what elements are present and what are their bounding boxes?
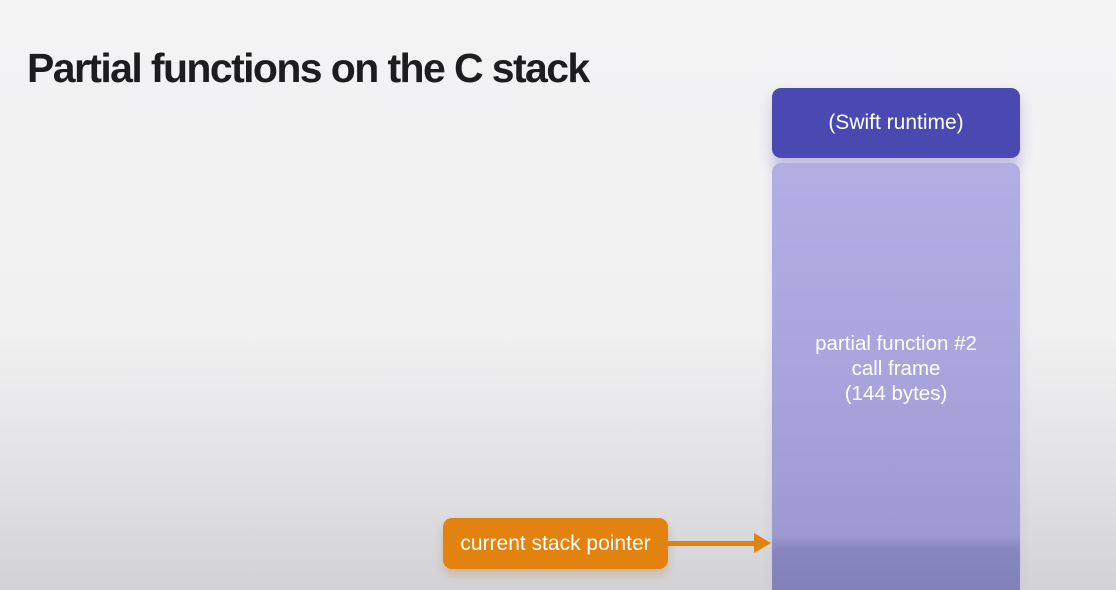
right-arrow-icon xyxy=(754,533,771,553)
swift-runtime-label: (Swift runtime) xyxy=(828,111,964,134)
slide-title: Partial functions on the C stack xyxy=(27,45,590,92)
swift-runtime-stack-box: (Swift runtime) xyxy=(772,88,1020,158)
current-stack-pointer-callout: current stack pointer xyxy=(443,518,668,569)
partial-function-call-frame-box: partial function #2 call frame (144 byte… xyxy=(772,163,1020,590)
call-frame-label-line1: partial function #2 xyxy=(815,332,977,355)
call-frame-label-line2: call frame xyxy=(851,357,941,380)
current-stack-pointer-label: current stack pointer xyxy=(460,531,651,555)
pointer-arrow-line xyxy=(668,541,756,546)
call-frame-label: partial function #2 call frame (144 byte… xyxy=(772,331,1020,406)
call-frame-label-line3: (144 bytes) xyxy=(844,382,948,405)
